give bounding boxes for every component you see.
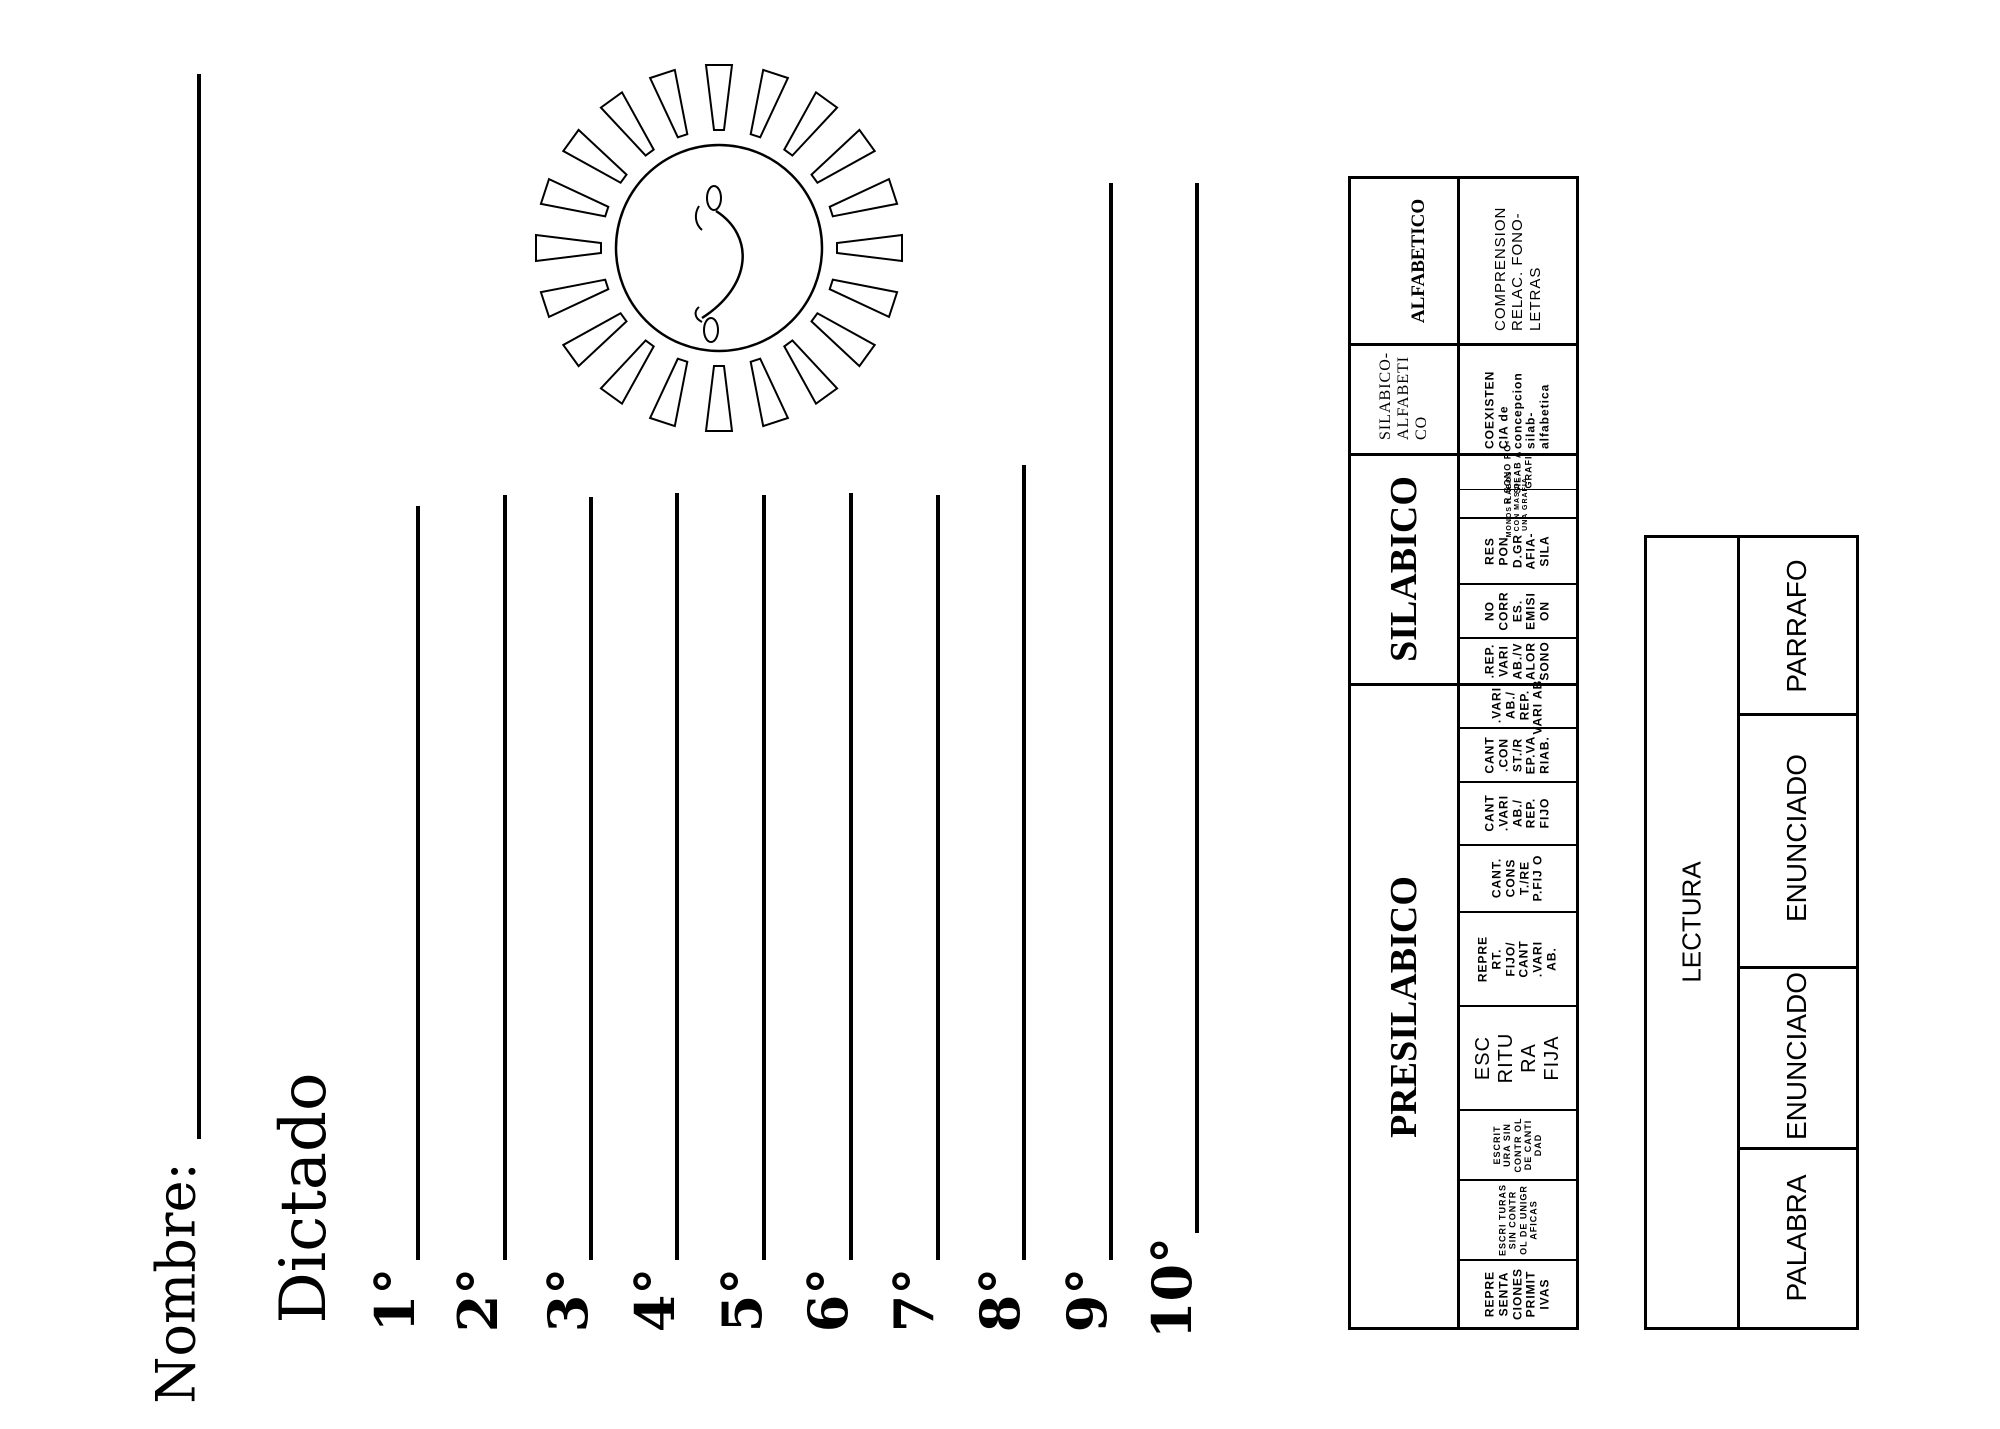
presilabico-cell: CANT .CON ST./R EP.VA RIAB. [1482, 735, 1552, 775]
reading-column-enunciado-1: ENUNCIADO [1781, 971, 1812, 1141]
name-underline[interactable] [197, 74, 201, 1139]
silabico-cell: NO CORR ES. EMISI ON [1482, 591, 1552, 631]
line-number: 3° [536, 1267, 600, 1333]
sun-ray [561, 128, 628, 185]
line-number: 4° [623, 1267, 687, 1333]
header-presilabico: PRESILABICO [1383, 876, 1425, 1138]
sun-ray [561, 311, 628, 368]
presilabico-cell: .REP. VARI AB./V ALOR SONO [1482, 641, 1552, 681]
sun-ray [836, 233, 903, 263]
name-label: Nombre: [144, 1162, 208, 1404]
writing-line[interactable] [1195, 183, 1199, 1233]
writing-levels-table: PRESILABICO SILABICO SILABICO-ALFABETI C… [1348, 176, 1579, 1330]
header-silabico-alfabetico: SILABICO-ALFABETI CO [1377, 351, 1430, 440]
sun-ray [810, 128, 877, 185]
sun-ray [810, 311, 877, 368]
writing-line[interactable] [849, 493, 853, 1260]
sun-ray [828, 177, 899, 218]
reading-table: LECTURA PALABRA ENUNCIADO ENUNCIADO PARR… [1644, 535, 1859, 1330]
writing-line[interactable] [1022, 465, 1026, 1260]
alfabetico-cell: COMPRENSION RELAC. FONO- LETRAS [1492, 206, 1544, 331]
presilabico-cell: CANT .VARI AB./ REP. FIJO [1482, 794, 1552, 832]
line-number: 6° [796, 1267, 860, 1333]
header-alfabetico: ALFABETICO [1408, 198, 1429, 324]
reading-column-parrafo: PARRAFO [1781, 559, 1812, 693]
line-number: 7° [882, 1267, 946, 1333]
silabico-cell: R SONO RO- SILAB A GRAFI [1502, 439, 1534, 505]
line-number: 10° [1140, 1236, 1204, 1340]
sun-ray [782, 90, 839, 157]
writing-line[interactable] [762, 495, 766, 1260]
line-number: 9° [1055, 1267, 1119, 1333]
presilabico-cell: ESCRI TURAS SIN CONTR OL DE UNIGR AFICAS [1497, 1184, 1539, 1257]
silabico-alfabetico-cell: COEXISTEN CIA de concepcion silab- alfab… [1482, 370, 1552, 449]
presilabico-cell: REPRE RT. FIJO/ CANT .VARI AB. [1475, 935, 1559, 983]
writing-line[interactable] [1109, 183, 1113, 1260]
line-number: 8° [968, 1267, 1032, 1333]
writing-line[interactable] [503, 495, 507, 1260]
sun-ray [704, 365, 734, 432]
sun-ray [599, 339, 656, 406]
presilabico-cell: REPRE SENTA CIONES PRIMIT IVAS [1482, 1268, 1552, 1321]
reading-column-palabra: PALABRA [1781, 1174, 1812, 1302]
header-silabico: SILABICO [1383, 476, 1425, 662]
page-title: Dictado [267, 1072, 341, 1324]
presilabico-cell: ESCRIT URA SIN CONTR OL DE CANTI DAD [1492, 1117, 1544, 1173]
sun-ray [782, 339, 839, 406]
writing-line[interactable] [675, 493, 679, 1260]
reading-title: LECTURA [1676, 861, 1707, 983]
sun-ray [535, 233, 602, 263]
line-number: 5° [710, 1267, 774, 1333]
writing-line[interactable] [936, 495, 940, 1260]
sun-ray [648, 357, 689, 428]
writing-line[interactable] [416, 506, 420, 1260]
sun-ray [599, 90, 656, 157]
sun-ray [704, 64, 734, 131]
presilabico-cell: ESC RITU RA FIJA [1472, 1032, 1563, 1084]
writing-line[interactable] [589, 497, 593, 1260]
sun-ray [828, 278, 899, 319]
sun-ray [749, 357, 790, 428]
line-number: 1° [363, 1267, 427, 1333]
sun-ray [749, 68, 790, 139]
sun-ray [539, 177, 610, 218]
sun-ray [648, 68, 689, 139]
sun-icon [535, 64, 903, 432]
line-number: 2° [446, 1267, 510, 1333]
sun-ray [539, 278, 610, 319]
reading-column-enunciado-2: ENUNCIADO [1781, 753, 1812, 923]
presilabico-cell: CANT. CONS T./RE P.FIJ O [1489, 854, 1545, 902]
